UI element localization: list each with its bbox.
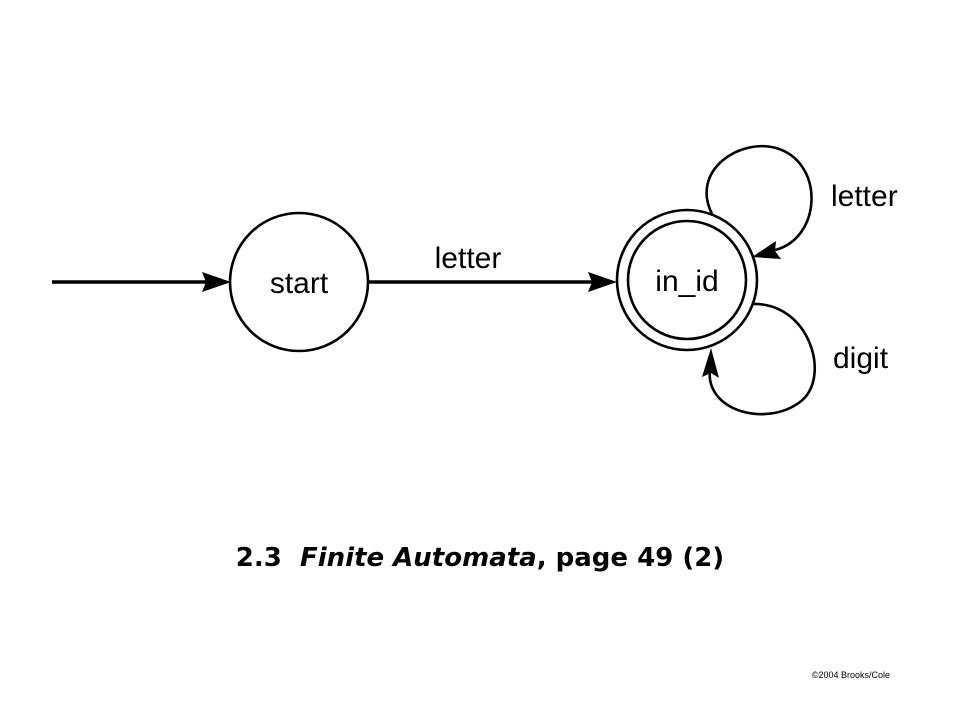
self-loop-digit	[708, 302, 816, 416]
slide-title: 2.3 Finite Automata, page 49 (2)	[0, 543, 960, 573]
self-loop-letter-arrowhead-icon	[752, 241, 781, 259]
title-section-number: 2.3	[235, 543, 282, 573]
self-loop-letter	[705, 144, 813, 252]
transition-arrowhead-icon	[588, 272, 617, 292]
title-page-reference: , page 49 (2)	[536, 543, 725, 573]
copyright-notice: ©2004 Brooks/Cole	[811, 670, 890, 680]
state-start-label: start	[270, 267, 329, 300]
self-loop-digit-label: digit	[833, 342, 889, 375]
state-in-id-inner	[626, 219, 748, 341]
transition-start-to-in-id-label: letter	[435, 242, 502, 275]
state-in-id-label: in_id	[655, 265, 718, 298]
start-arrowhead-icon	[202, 272, 231, 292]
title-italic-text: Finite Automata	[299, 543, 537, 573]
self-loop-digit-arrowhead-icon	[702, 348, 719, 378]
self-loop-letter-label: letter	[831, 180, 898, 213]
